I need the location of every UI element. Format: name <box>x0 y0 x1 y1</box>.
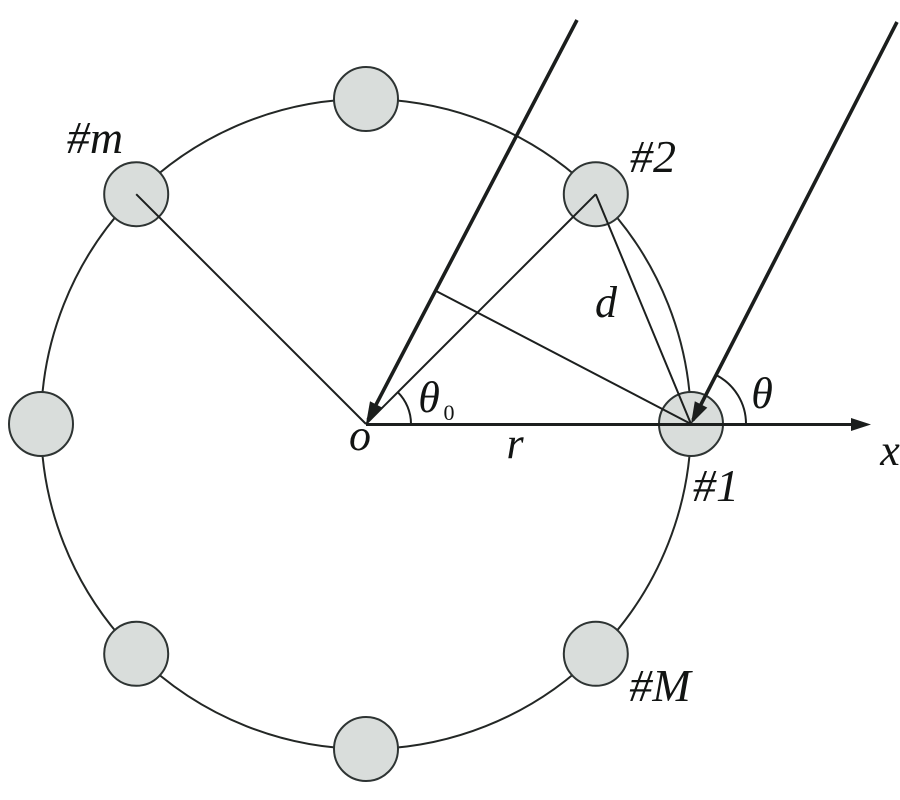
label-element-1: #1 <box>693 460 739 511</box>
label-element-2: #2 <box>630 131 676 182</box>
theta0-angle-arc <box>397 391 412 425</box>
ray-arrowhead-at-element-1 <box>691 401 708 424</box>
label-radius: r <box>506 419 524 468</box>
incident-ray-at-origin <box>366 19 579 421</box>
sensor-node-315deg <box>562 620 629 687</box>
radius-line-to-element-m <box>135 193 367 425</box>
incident-ray-at-element-1 <box>691 21 899 421</box>
label-theta0: θ <box>418 373 440 422</box>
theta-angle-arc <box>715 374 748 425</box>
sensor-node-225deg <box>103 620 170 687</box>
chord-d-line <box>594 193 692 425</box>
label-element-m: #m <box>67 112 123 163</box>
sensor-node-90deg <box>333 66 399 132</box>
sensor-node-270deg <box>333 716 399 782</box>
label-element-spacing: d <box>595 278 618 327</box>
label-element-M: #M <box>629 660 693 711</box>
label-origin: o <box>349 411 371 460</box>
radius-line-to-element-2 <box>365 193 597 425</box>
sensor-node-180deg <box>8 391 74 457</box>
label-theta: θ <box>751 369 773 418</box>
x-axis-arrowhead <box>851 418 871 431</box>
ray-arrowhead-at-origin <box>366 401 383 424</box>
label-theta0-subscript: 0 <box>444 400 455 425</box>
wavefront-perpendicular-line <box>435 289 692 425</box>
label-x-axis: x <box>879 426 900 475</box>
